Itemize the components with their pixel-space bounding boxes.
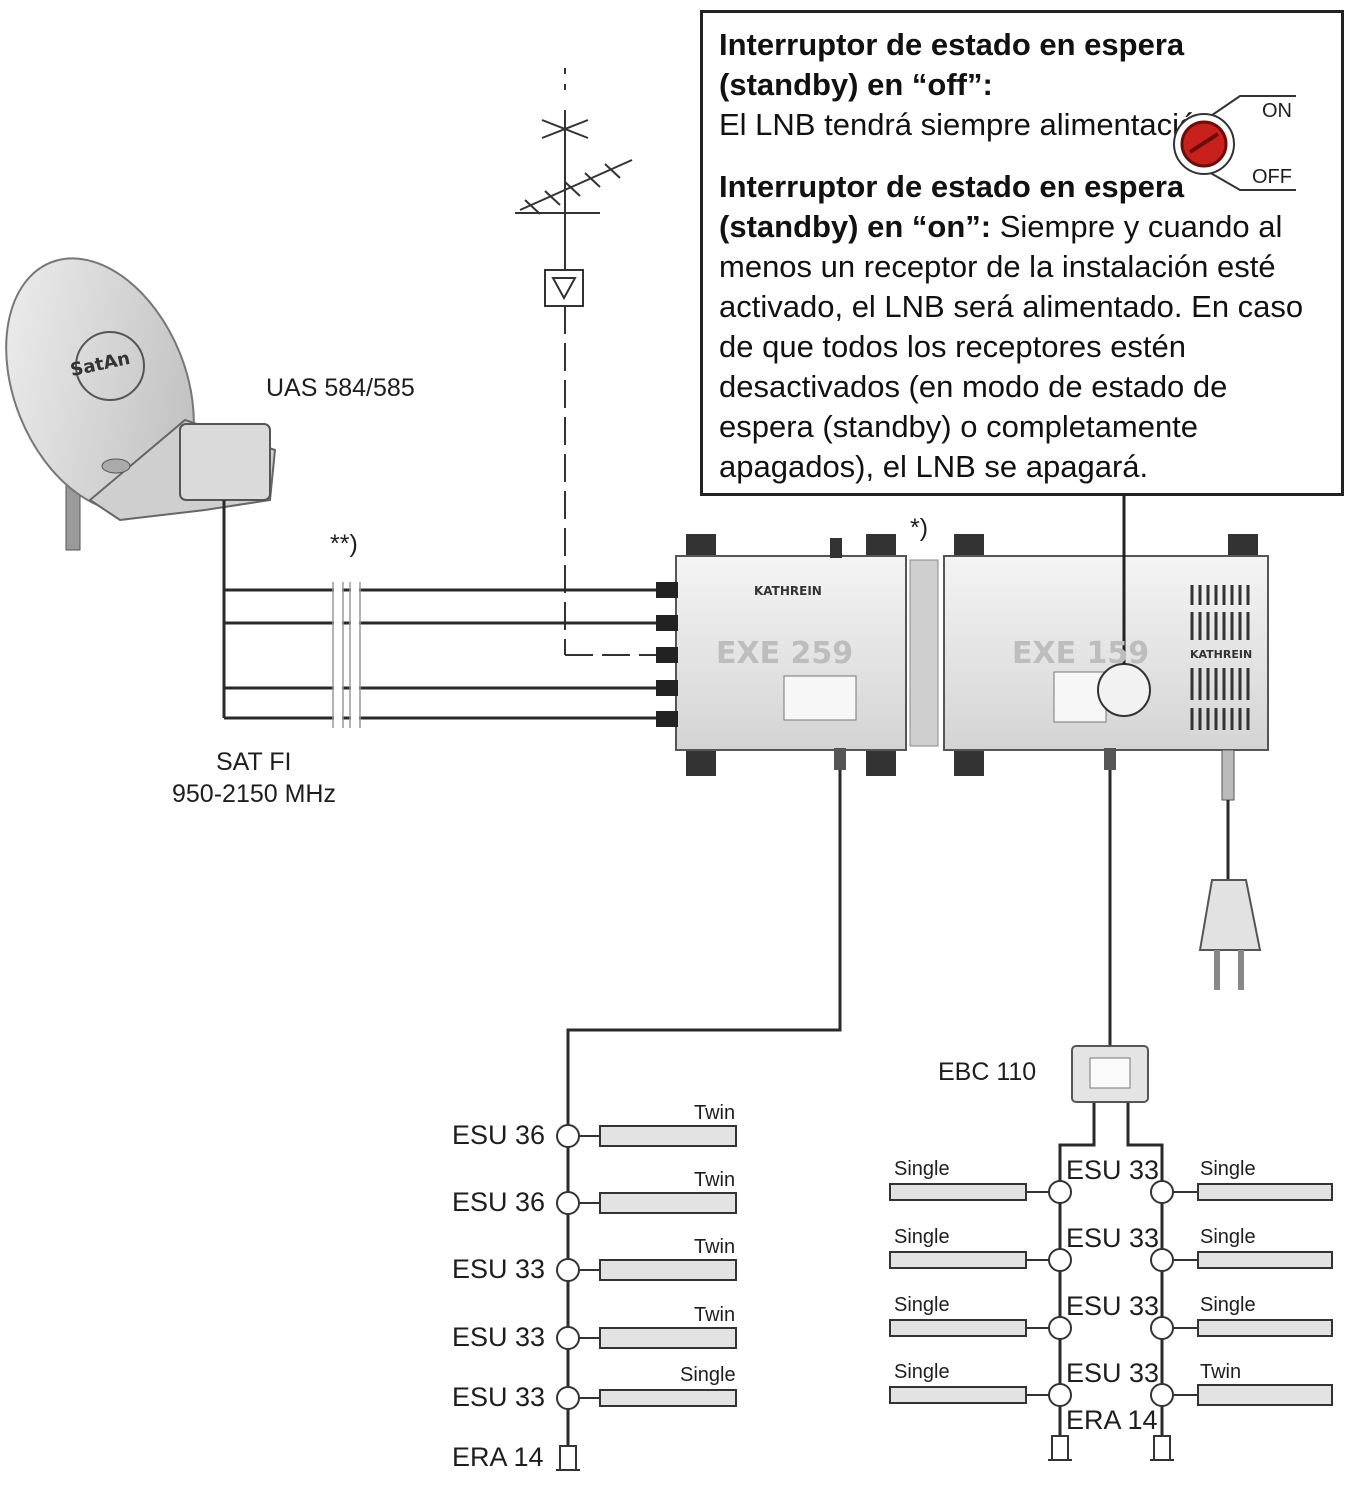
switch-on-label: ON [1262,100,1292,122]
left-socket-2: ESU 36 [452,1187,546,1217]
callout-on-text: Siempre y cuando al menos un receptor de… [719,209,1304,484]
left-receiver-1: Twin [694,1102,736,1124]
splitter-ebc-110 [1071,1045,1149,1103]
sat-if-frequency: 950-2150 MHz [172,780,336,808]
left-receiver-5: Single [680,1364,736,1386]
splitter-label: EBC 110 [938,1058,1037,1086]
right-row-3-left-receiver: Single [894,1294,950,1316]
callout-on-paragraph: Interruptor de estado en espera (standby… [719,167,1327,487]
right-row-1-socket: ESU 33 [1066,1155,1160,1185]
terrestrial-antenna [515,68,660,656]
lnb-head [179,423,271,501]
right-row-4-left-receiver: Single [894,1361,950,1383]
right-row-4-right-receiver: Twin [1200,1361,1242,1383]
switch-off-label: OFF [1252,166,1292,188]
note-double-star: **) [330,530,358,558]
dish-bolt [101,458,131,474]
callout-off-title: Interruptor de estado en espera (standby… [719,27,1185,102]
multiswitch-exe-159 [943,534,1269,776]
right-row-2-socket: ESU 33 [1066,1223,1160,1253]
dish-logo-ring [75,331,145,401]
left-socket-5: ESU 33 [452,1382,546,1412]
left-chain-graphics [556,1124,737,1471]
left-socket-3: ESU 33 [452,1254,546,1284]
switch-icon [1173,95,1296,191]
right-row-2-right-receiver: Single [1200,1226,1256,1248]
left-receiver-2: Twin [694,1169,736,1191]
lnb-label: UAS 584/585 [266,374,415,402]
right-row-1-left-receiver: Single [894,1158,950,1180]
callout-on-title: Interruptor de estado en espera (standby… [719,169,1185,244]
sat-if-label: SAT FI [216,748,292,776]
left-socket-1: ESU 36 [452,1120,546,1150]
cable-break-marks [334,580,359,730]
note-single-star: *) [910,514,929,542]
satellite-dish [5,257,277,551]
standby-switch: ON OFF [1166,92,1306,202]
feed-cables [222,500,660,720]
callout-off-text: El LNB tendrá siempre alimentación [719,107,1214,142]
left-socket-4: ESU 33 [452,1322,546,1352]
left-receiver-4: Twin [694,1304,736,1326]
right-row-2-left-receiver: Single [894,1226,950,1248]
right-terminator: ERA 14 [1066,1405,1158,1435]
standby-switch-marker [1097,663,1151,717]
cable-break-lines [332,582,361,728]
power-plug [1198,749,1262,990]
brand-label-a: KATHREIN [754,584,822,598]
multiswitch-exe-259 [656,534,939,776]
left-terminator: ERA 14 [452,1442,544,1472]
standby-callout: Interruptor de estado en espera (standby… [700,10,1344,496]
right-row-3-socket: ESU 33 [1066,1291,1160,1321]
multiswitch-a-label: EXE 259 [716,636,854,671]
multiswitch-b-label: EXE 159 [1012,636,1150,671]
right-row-1-right-receiver: Single [1200,1158,1256,1180]
right-row-3-right-receiver: Single [1200,1294,1256,1316]
right-row-4-socket: ESU 33 [1066,1358,1160,1388]
left-receiver-3: Twin [694,1236,736,1258]
brand-label-b: KATHREIN [1190,648,1253,661]
output-cables [566,770,1164,1446]
right-tree-graphics [889,1180,1333,1461]
